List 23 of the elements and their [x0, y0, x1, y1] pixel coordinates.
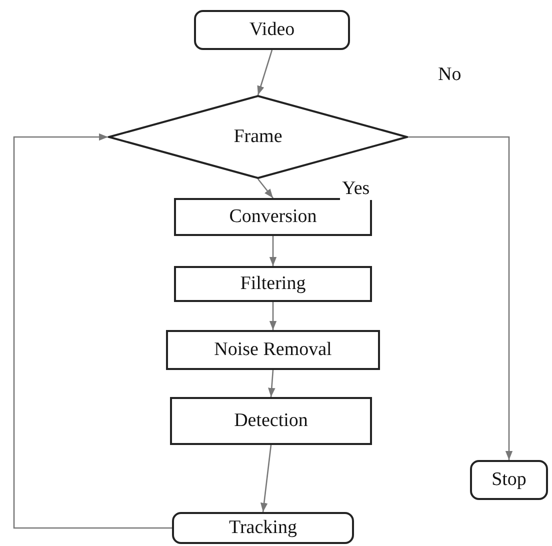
node-label: Frame	[234, 126, 282, 148]
node-label: Noise Removal	[214, 339, 332, 361]
node-label: Tracking	[229, 517, 297, 539]
process-box	[174, 266, 372, 302]
node-label: Video	[249, 19, 295, 41]
arrow	[257, 50, 273, 96]
arrow	[408, 136, 513, 460]
node-label: Detection	[234, 410, 308, 432]
arrow	[257, 178, 274, 198]
terminal-box	[470, 460, 548, 500]
arrow	[260, 444, 272, 512]
terminal-box	[194, 10, 350, 50]
process-box	[166, 330, 380, 370]
arrow	[269, 302, 277, 330]
node-label: Conversion	[229, 206, 317, 228]
process-box	[174, 198, 372, 236]
arrow	[268, 370, 276, 398]
terminal-box	[172, 512, 354, 544]
node-label: Filtering	[240, 273, 306, 295]
node-label: Stop	[492, 469, 526, 491]
arrow	[269, 236, 277, 266]
arrow	[13, 133, 172, 529]
process-box	[170, 397, 372, 445]
